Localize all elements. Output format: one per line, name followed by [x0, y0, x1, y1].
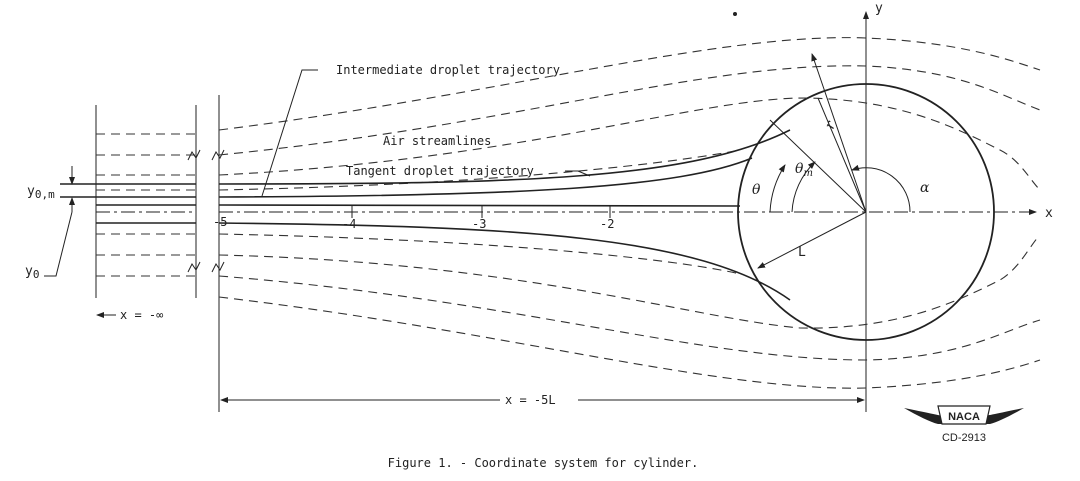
leader-tangent [565, 170, 591, 177]
tangent-trajectory-upper [218, 157, 753, 198]
axis-y-label: y [875, 1, 883, 16]
y0-label: y0 [25, 264, 39, 281]
alpha-label: α [920, 180, 930, 196]
L-label: L [798, 245, 806, 260]
tick-label: -5 [213, 215, 227, 229]
alpha-arc [851, 164, 911, 213]
air-streamlines [218, 37, 1041, 389]
leader-y0 [44, 211, 73, 277]
theta-arc [769, 164, 786, 213]
x-axis-ticks [218, 206, 611, 218]
radius-line-1 [769, 119, 867, 213]
intermediate-trajectory-upper [218, 129, 791, 185]
tangent-trajectory-label: Tangent droplet trajectory [346, 164, 534, 178]
naca-code: CD-2913 [942, 432, 986, 444]
radius-r-line [811, 53, 867, 213]
naca-logo: NACA CD-2913 [904, 405, 1024, 444]
naca-logo-text: NACA [948, 411, 980, 423]
figure-caption: Figure 1. - Coordinate system for cylind… [388, 456, 699, 470]
y0m-label: y0,m [27, 184, 55, 201]
far-upstream-section [60, 105, 197, 298]
tick-label: -2 [600, 217, 614, 231]
theta-label: θ [752, 182, 761, 198]
tick-label: -3 [472, 217, 486, 231]
theta-m-arc [791, 161, 816, 213]
radius-L-line [757, 211, 867, 269]
leader-intermediate [261, 69, 318, 197]
ink-dot [733, 12, 737, 16]
axis-x-label: x [1045, 206, 1053, 221]
tick-label: -4 [342, 217, 356, 231]
axis-break-marks [187, 149, 225, 273]
droplet-trajectories [218, 129, 791, 301]
x-minus-5L-label: x = -5L [505, 393, 556, 407]
theta-m-label: θm [795, 161, 813, 179]
radius-line-2 [817, 97, 867, 213]
center-trajectory [218, 204, 741, 207]
intermediate-trajectory-label: Intermediate droplet trajectory [336, 63, 560, 77]
air-streamlines-label: Air streamlines [383, 134, 491, 148]
x-minus-inf-label: x = -∞ [120, 308, 163, 322]
cylinder-circle [737, 83, 995, 341]
r-label: r [822, 118, 840, 131]
trajectory-lower [218, 222, 791, 301]
